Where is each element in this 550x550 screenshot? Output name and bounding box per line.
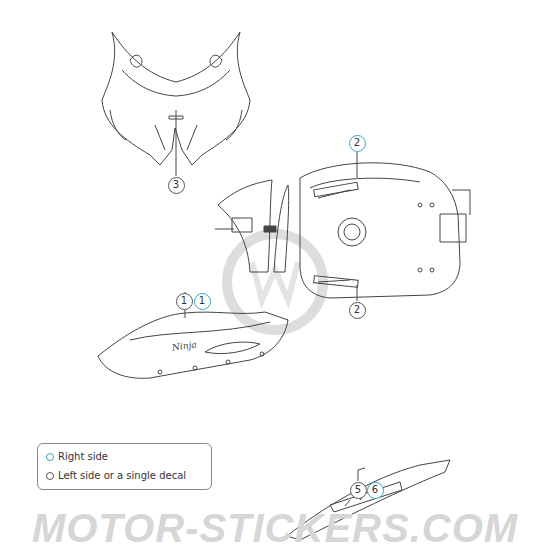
callout-number: 2: [349, 302, 366, 319]
callout-number: 3: [168, 177, 185, 194]
callout-text: 5: [355, 485, 361, 495]
callout-text: 3: [173, 180, 179, 190]
legend-text: Right side: [58, 451, 108, 462]
callout-text: 6: [372, 485, 378, 495]
callout-number: 5: [350, 482, 367, 499]
callout-text: 1: [199, 296, 205, 306]
legend-row: Right side: [46, 451, 108, 462]
model-script: Ninja: [171, 340, 197, 353]
callout-text: 2: [354, 138, 360, 148]
legend-row: Left side or a single decal: [46, 470, 186, 481]
callout-text: 1: [181, 296, 187, 306]
legend-swatch: [46, 472, 54, 480]
legend-box: Right sideLeft side or a single decal: [37, 443, 212, 490]
callout-text: 2: [354, 305, 360, 315]
callout-number: 2: [349, 135, 366, 152]
callout-number: 6: [367, 482, 384, 499]
callout-number: 1: [194, 293, 211, 310]
callout-number: 1: [176, 293, 193, 310]
legend-text: Left side or a single decal: [58, 470, 186, 481]
legend-swatch: [46, 453, 54, 461]
watermark: MOTOR-STICKERS.COM: [32, 506, 518, 550]
